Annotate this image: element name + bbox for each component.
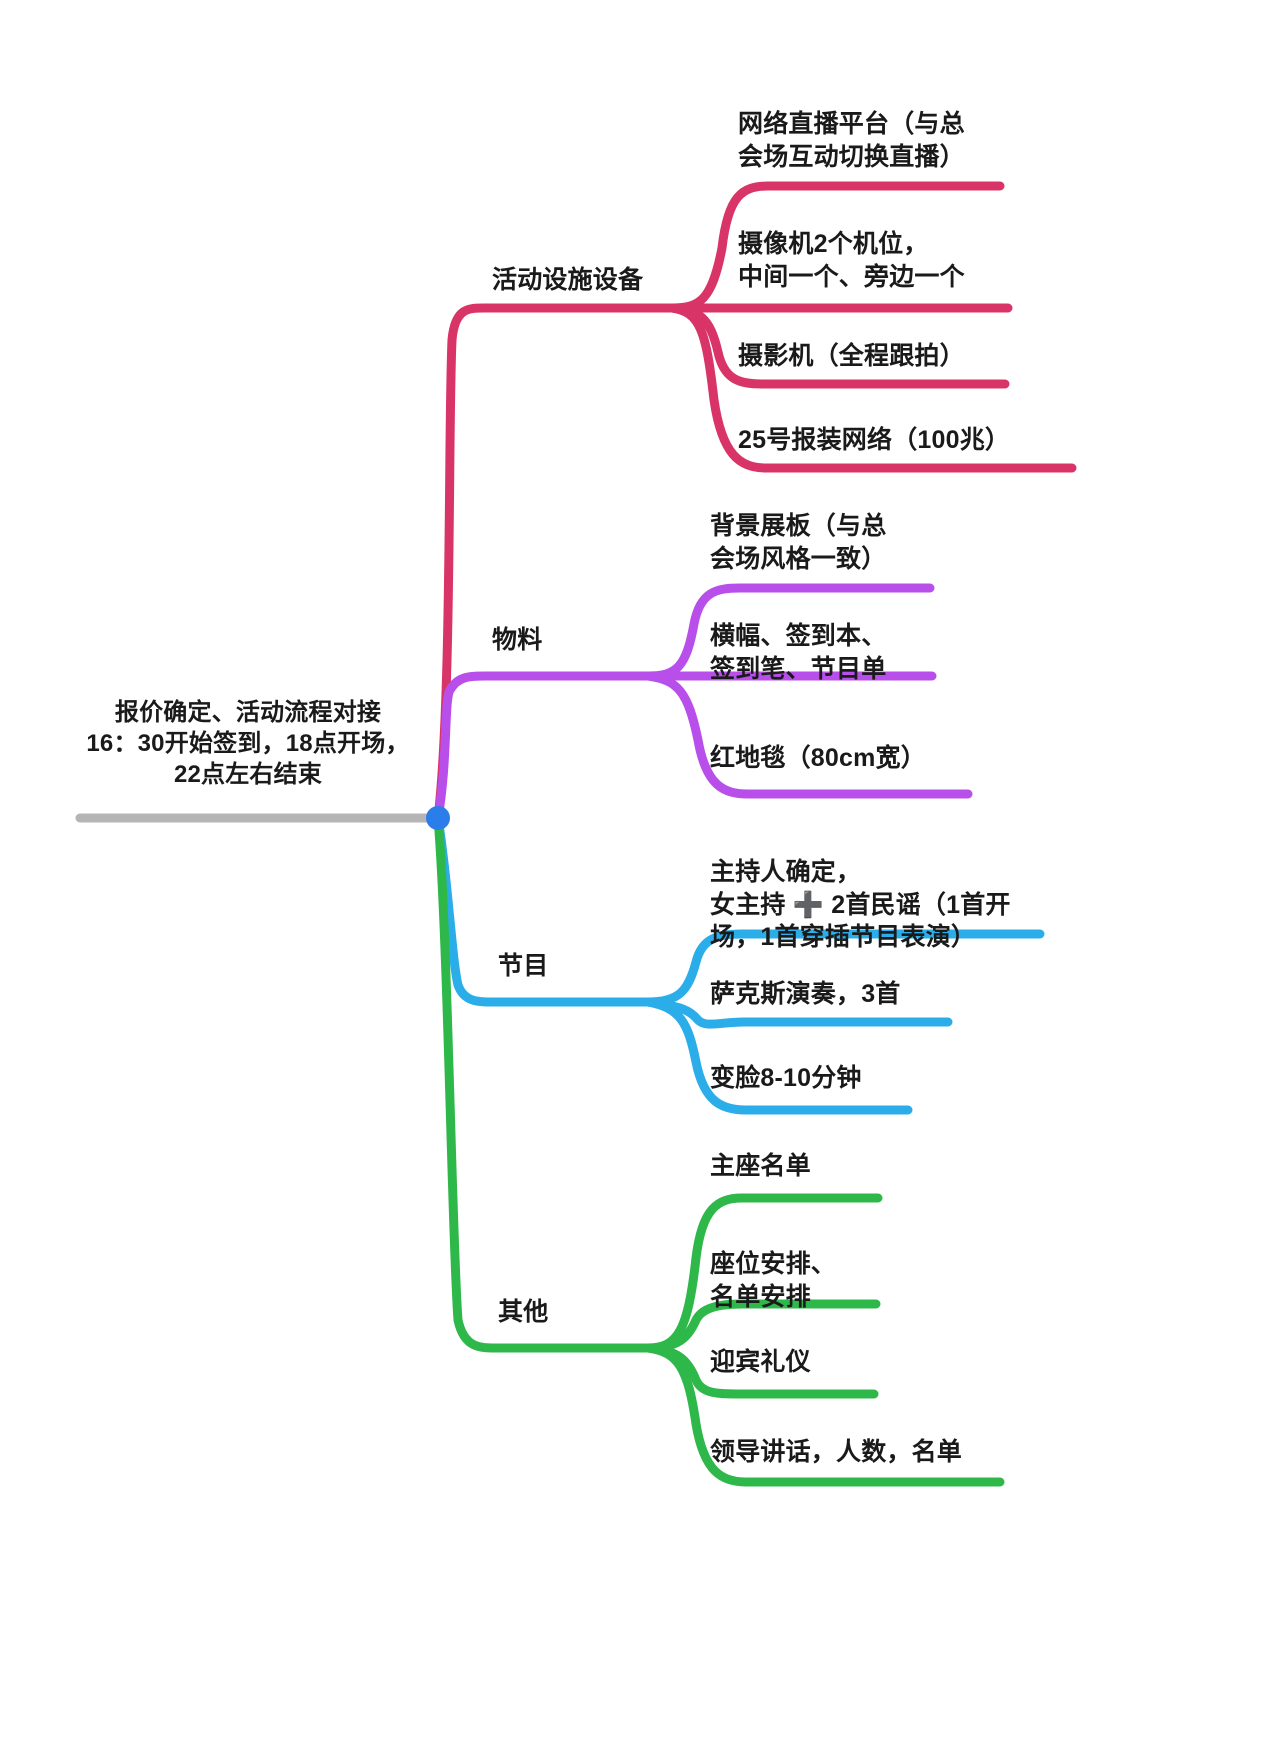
- leaf-label-leader-speech-count-list[interactable]: 领导讲话，人数，名单: [710, 1438, 963, 1466]
- branch-label-materials[interactable]: 物料: [492, 626, 543, 654]
- branch-trunk-4: [433, 813, 653, 1353]
- leaf-label-red-carpet[interactable]: 红地毯（80cm宽）: [710, 744, 926, 772]
- leaf-label-seating-and-name-arrangement[interactable]: 座位安排、 名单安排: [710, 1250, 837, 1311]
- branch-trunk-1: [433, 303, 677, 823]
- leaf-label-face-changing-show[interactable]: 变脸8-10分钟: [710, 1064, 862, 1092]
- branch-label-program[interactable]: 节目: [498, 952, 549, 980]
- leaf-label-backdrop-board[interactable]: 背景展板（与总 会场风格一致）: [710, 512, 887, 573]
- root-node-dot[interactable]: [426, 806, 450, 830]
- leaf-label-head-table-list[interactable]: 主座名单: [710, 1152, 811, 1180]
- leaf-label-live-streaming-platform[interactable]: 网络直播平台（与总 会场互动切换直播）: [738, 110, 965, 171]
- branch-label-activity-facilities[interactable]: 活动设施设备: [492, 266, 644, 294]
- root-node-label[interactable]: 报价确定、活动流程对接 16：30开始签到，18点开场，22点左右结束: [86, 699, 410, 789]
- leaf-label-banner-signin-book[interactable]: 横幅、签到本、 签到笔、节目单: [710, 622, 887, 683]
- leaf-connector-2-3: [643, 671, 973, 799]
- leaf-label-host-and-folk-songs[interactable]: 主持人确定， 女主持 ➕ 2首民谣（1首开 场，1首穿插节目表演）: [710, 858, 1011, 951]
- leaf-label-saxophone-performance[interactable]: 萨克斯演奏，3首: [710, 980, 901, 1008]
- branch-label-others[interactable]: 其他: [498, 1298, 549, 1326]
- leaf-label-network-install-25th[interactable]: 25号报装网络（100兆）: [738, 426, 1011, 454]
- leaf-label-camera-positions[interactable]: 摄像机2个机位， 中间一个、旁边一个: [738, 230, 965, 291]
- leaf-label-video-camera-full-coverage[interactable]: 摄影机（全程跟拍）: [738, 342, 965, 370]
- leaf-label-welcome-etiquette[interactable]: 迎宾礼仪: [710, 1348, 811, 1376]
- branch-trunk-2: [433, 671, 653, 823]
